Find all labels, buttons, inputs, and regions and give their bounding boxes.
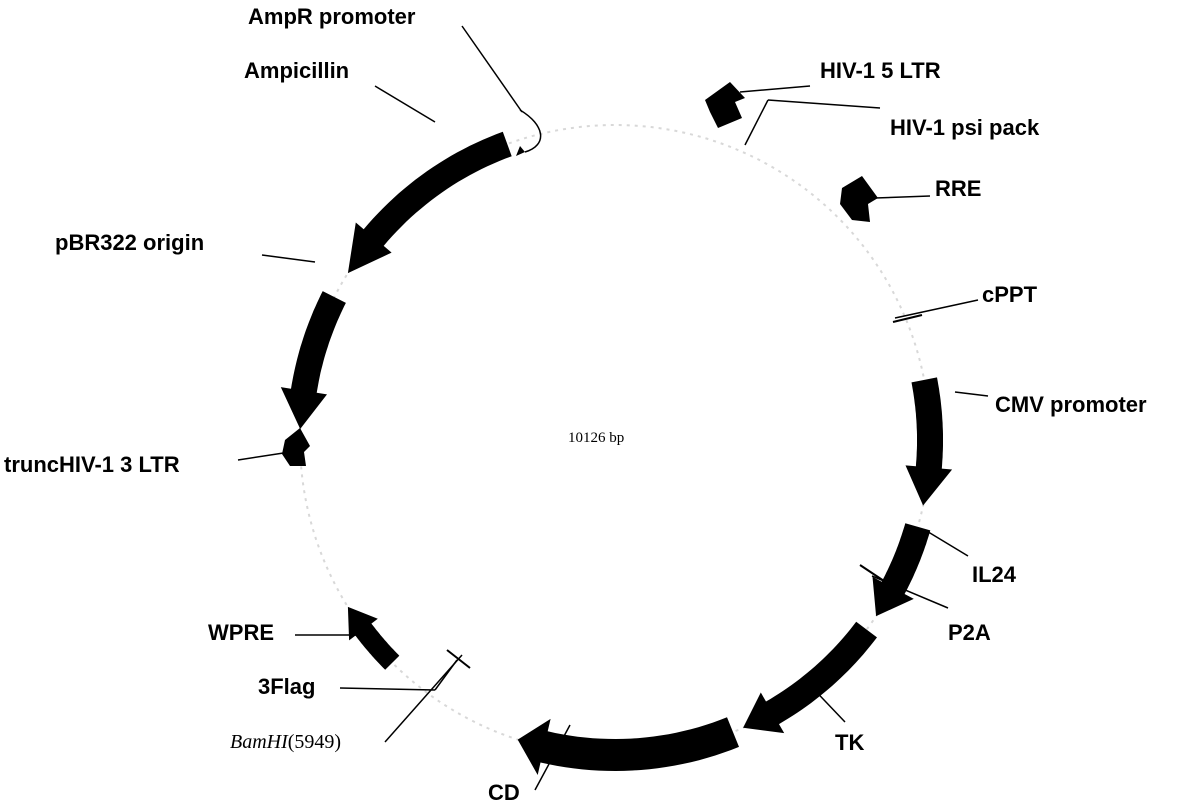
ampicillin-arrow xyxy=(347,131,512,274)
wpre-arrow xyxy=(347,606,400,670)
p2a-tick xyxy=(859,564,891,586)
cmv-promoter-arrow xyxy=(905,377,953,506)
leader-il24 xyxy=(924,529,969,557)
ampr-promoter-arrow xyxy=(519,109,542,153)
leader-ampicillin xyxy=(374,85,436,123)
label-cmv: CMV promoter xyxy=(995,392,1147,417)
label-hiv5ltr: HIV-1 5 LTR xyxy=(820,58,941,83)
trunc3ltr-arrow xyxy=(282,428,310,466)
label-cppt: cPPT xyxy=(982,282,1038,307)
leader-pbr322 xyxy=(261,254,316,263)
leader-hiv5ltr xyxy=(739,85,811,93)
label-bamhi-pos: (5949) xyxy=(288,731,341,753)
bamhi-tick xyxy=(446,649,471,669)
hiv5ltr-arrow xyxy=(705,82,745,128)
leader-cd xyxy=(534,724,571,791)
leader-rre xyxy=(874,195,931,199)
cppt-tick xyxy=(892,314,923,323)
leader-hivpsi xyxy=(744,99,769,146)
cut-site-ticks xyxy=(446,314,923,669)
feature-layer xyxy=(280,82,953,775)
label-tk: TK xyxy=(835,730,864,755)
label-bamhi-name: BamHI xyxy=(230,731,289,753)
label-il24: IL24 xyxy=(972,562,1017,587)
tk-arrow xyxy=(743,621,877,734)
label-rre: RRE xyxy=(935,176,981,201)
leader-flag xyxy=(434,659,458,691)
pbr322-origin-arrow xyxy=(280,291,346,429)
ampr-promoter-arrowhead xyxy=(516,146,525,156)
label-p2a: P2A xyxy=(948,620,991,645)
leader-flag-2 xyxy=(339,687,436,691)
leader-trunc3ltr xyxy=(237,451,291,461)
label-ampr-promoter: AmpR promoter xyxy=(248,4,416,29)
label-cd: CD xyxy=(488,780,520,805)
label-bamhi: BamHI(5949) xyxy=(230,731,341,753)
label-hivpsi: HIV-1 psi pack xyxy=(890,115,1040,140)
leader-lines xyxy=(237,25,989,791)
label-flag: 3Flag xyxy=(258,674,315,699)
leader-ampr-promoter xyxy=(461,25,523,113)
leader-cmv xyxy=(954,391,989,397)
leader-tk xyxy=(804,679,846,723)
il24-arrow xyxy=(872,523,931,617)
label-wpre: WPRE xyxy=(208,620,274,645)
label-ampicillin: Ampicillin xyxy=(244,58,349,83)
leader-cppt xyxy=(894,299,979,319)
plasmid-size: 10126 bp xyxy=(568,430,624,446)
label-pbr322: pBR322 origin xyxy=(55,230,204,255)
leader-hivpsi-2 xyxy=(767,99,881,109)
rre-arrow xyxy=(840,176,878,222)
cd-arrow xyxy=(517,717,739,775)
label-trunc3ltr: truncHIV-1 3 LTR xyxy=(4,452,180,477)
